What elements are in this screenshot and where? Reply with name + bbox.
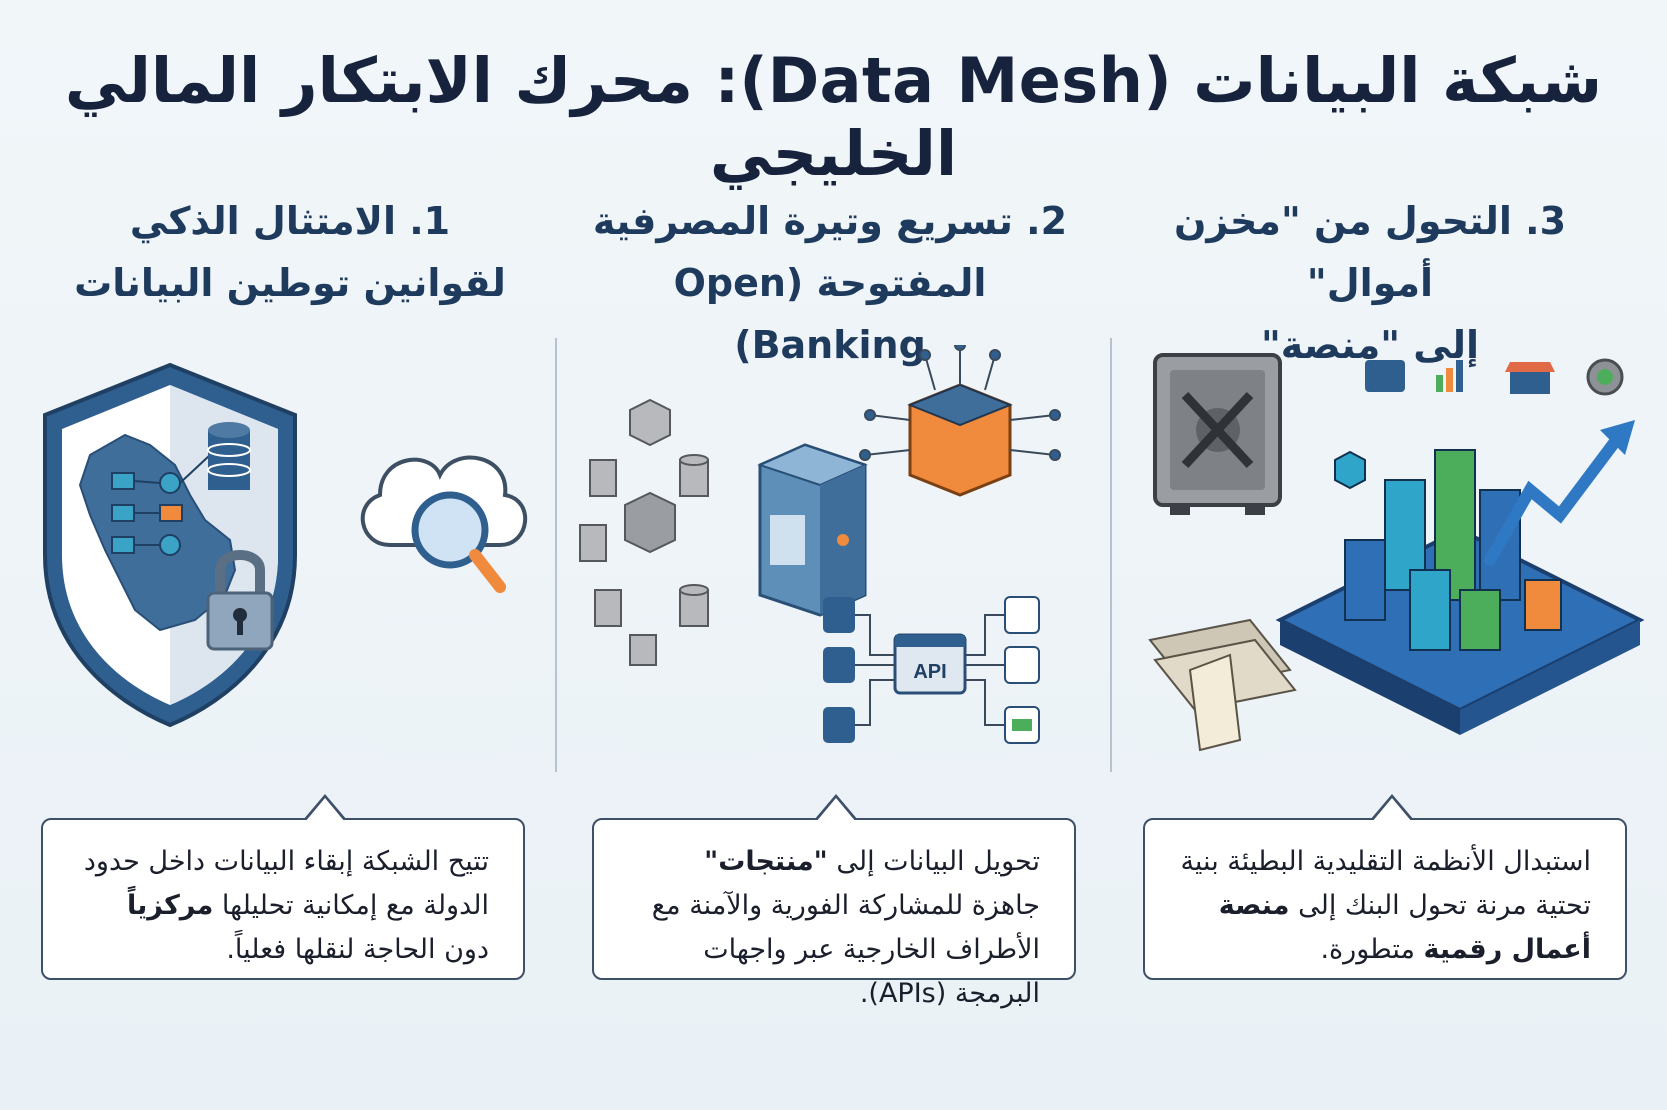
document-icon bbox=[594, 589, 622, 627]
database-icon bbox=[679, 584, 709, 627]
store-body bbox=[1510, 372, 1550, 394]
store-icon bbox=[1505, 362, 1555, 372]
document-icon bbox=[579, 524, 607, 562]
divider-right bbox=[1110, 338, 1112, 772]
growth-chart-icon bbox=[1436, 360, 1463, 392]
dollar-center bbox=[1597, 369, 1613, 385]
desc-3-highlight: منصة أعمال رقمية bbox=[1218, 890, 1591, 965]
desc-1-end: دون الحاجة لنقلها فعلياً. bbox=[226, 934, 489, 965]
files-icon bbox=[629, 634, 657, 666]
desc-2-end: جاهزة للمشاركة الفورية والآمنة مع الأطرا… bbox=[651, 890, 1040, 1009]
mobile-icon bbox=[823, 597, 855, 633]
open-banking-illustration: API bbox=[579, 345, 1061, 744]
column-1-heading: 1. الامتثال الذكي لقوانين توطين البيانات bbox=[60, 190, 520, 314]
page-title: شبكة البيانات (Data Mesh): محرك الابتكار… bbox=[64, 44, 1603, 190]
api-label: API bbox=[913, 661, 946, 683]
divider-left bbox=[555, 338, 557, 772]
database-icon bbox=[207, 422, 251, 490]
compliance-illustration bbox=[43, 362, 528, 728]
column-2-heading: 2. تسريع وتيرة المصرفية المفتوحة (Open B… bbox=[590, 190, 1070, 376]
cube-icon bbox=[629, 398, 671, 447]
api-hub: API bbox=[823, 596, 1040, 744]
center-cube-icon bbox=[624, 491, 676, 554]
column-2-heading-line2: المفتوحة (Open Banking) bbox=[673, 261, 987, 367]
file-icon bbox=[589, 459, 617, 497]
column-2-heading-line1: 2. تسريع وتيرة المصرفية bbox=[592, 199, 1068, 243]
description-bubble-2: تحويل البيانات إلى "منتجات" جاهزة للمشار… bbox=[592, 794, 1076, 1009]
column-3-heading-line1: 3. التحول من "مخزن أموال" bbox=[1173, 199, 1567, 305]
platform-illustration bbox=[1148, 353, 1645, 752]
hierarchy-nodes-icon bbox=[111, 454, 211, 556]
paper-documents-icon bbox=[1148, 618, 1297, 752]
service-icons-row bbox=[1365, 358, 1624, 396]
desc-1-highlight: مركزياً bbox=[127, 890, 214, 921]
wallet-icon bbox=[1365, 360, 1405, 392]
growth-arrow-icon bbox=[1484, 429, 1626, 566]
floating-cube-icon bbox=[1334, 450, 1366, 490]
credit-card-stripe bbox=[1012, 719, 1032, 731]
database-icon bbox=[679, 454, 709, 497]
description-bubble-3: استبدال الأنظمة التقليدية البطيئة بنية ت… bbox=[1143, 794, 1627, 980]
data-product-box-icon bbox=[757, 443, 868, 617]
desc-2-text: تحويل البيانات إلى bbox=[827, 846, 1040, 877]
column-1-heading-line2: لقوانين توطين البيانات bbox=[74, 261, 506, 305]
desc-3-end: متطورة. bbox=[1320, 934, 1424, 965]
platform-blocks bbox=[1334, 449, 1562, 651]
data-sources-cluster bbox=[579, 398, 709, 666]
cloud-search-icon bbox=[360, 455, 528, 593]
open-box-icon bbox=[859, 345, 1061, 497]
desc-3-text: استبدال الأنظمة التقليدية البطيئة بنية ت… bbox=[1180, 846, 1591, 921]
desc-1-text: تتيح الشبكة إبقاء البيانات داخل حدود الد… bbox=[83, 846, 489, 921]
data-card-icon bbox=[823, 647, 855, 683]
arrow-head-icon bbox=[1600, 420, 1635, 455]
chart-app-icon bbox=[823, 707, 855, 743]
bank-icon bbox=[1004, 596, 1040, 634]
payment-icon bbox=[1004, 646, 1040, 684]
padlock-icon bbox=[206, 550, 274, 651]
column-1-heading-line1: 1. الامتثال الذكي bbox=[129, 199, 451, 243]
vault-icon bbox=[1153, 353, 1282, 515]
description-bubble-1: تتيح الشبكة إبقاء البيانات داخل حدود الد… bbox=[41, 794, 525, 980]
column-3-heading-line2: إلى "منصة" bbox=[1260, 323, 1480, 367]
desc-2-highlight: "منتجات" bbox=[704, 846, 828, 877]
column-3-heading: 3. التحول من "مخزن أموال" إلى "منصة" bbox=[1120, 190, 1620, 376]
